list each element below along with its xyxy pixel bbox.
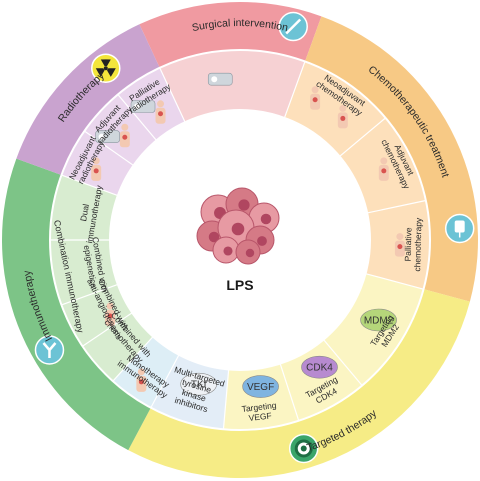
inner-sector-surgery — [159, 49, 305, 123]
inner-divider — [323, 339, 363, 386]
target-icon — [288, 433, 319, 464]
outer-sector-surgical — [139, 1, 322, 68]
tumour-nucleus — [238, 199, 250, 211]
inner-divider — [365, 273, 424, 290]
patient-figure-head — [396, 233, 404, 241]
patient-figure-head — [380, 157, 388, 165]
inner-sector-epigenetics — [50, 240, 118, 305]
inner-divider — [61, 174, 119, 197]
separator-ring — [49, 49, 431, 431]
treatment-machine-bore — [211, 76, 218, 83]
chip-label-vegf: VEGF — [247, 382, 274, 393]
inner-divider — [283, 61, 306, 119]
patient-figure-organ — [138, 379, 144, 385]
inner-sector-antiangio — [61, 284, 133, 347]
patient-figure-organ — [93, 168, 99, 174]
patient-figure-organ — [397, 244, 403, 250]
inner-sector-dual — [50, 175, 118, 240]
scalpel-icon — [278, 11, 308, 42]
patient-figure-organ — [107, 313, 113, 319]
outer-sector-targeted — [128, 289, 470, 479]
chip-tki — [180, 372, 217, 396]
outer-label-surgical: Surgical intervention — [191, 17, 289, 34]
treatment-machine-bore — [134, 103, 141, 110]
iv-bag-icon — [444, 213, 475, 244]
inner-divider — [150, 354, 180, 409]
patient-figure-head — [339, 104, 347, 112]
inner-sector-adj-radio — [84, 94, 157, 166]
treatment-machine-bore — [98, 133, 105, 140]
patient-figure-organ — [381, 168, 387, 174]
chip-vegf — [242, 375, 279, 398]
inner-divider — [84, 130, 134, 166]
inner-divider — [61, 283, 119, 306]
chip-label-cdk4: CDK4 — [306, 363, 333, 374]
outer-sector-immuno — [1, 158, 151, 451]
illustrations — [91, 72, 405, 392]
patient-figure-organ — [312, 97, 318, 103]
inner-divider — [117, 94, 157, 141]
inner-sector-mono — [112, 336, 179, 408]
inner-label-pall-chemo: Palliativechemotherapy — [402, 217, 423, 272]
patient-figure-head — [92, 157, 100, 165]
inner-label-vegf: TargetingVEGF — [241, 400, 278, 424]
tumour-nucleus — [257, 236, 267, 246]
middle-ring-line — [49, 49, 431, 431]
chip-label-mdm2: MDM2 — [364, 316, 394, 327]
tumour-nucleus — [260, 213, 272, 225]
inner-sector-neoadj-chemo — [284, 61, 386, 157]
outer-sector-chemo — [304, 16, 479, 302]
tumour-nucleus — [223, 246, 233, 256]
inner-divider — [82, 312, 133, 347]
center-disc: LPS — [170, 170, 310, 310]
radiation-icon — [91, 53, 121, 83]
chip-label-tki: TKI — [191, 380, 207, 391]
inner-divider — [222, 369, 230, 430]
tumour-nucleus — [231, 222, 245, 236]
patient-figure-head — [311, 86, 319, 94]
inner-divider — [367, 199, 426, 214]
category-icons — [34, 11, 475, 464]
patient-figure-head — [121, 123, 129, 131]
patient-figure-organ — [340, 115, 346, 121]
tumour-nucleus — [245, 248, 255, 258]
patient-figure-head — [137, 368, 145, 376]
chip-mdm2 — [360, 308, 397, 332]
inner-sector-chemoimmuno — [82, 312, 154, 382]
inner-divider — [159, 67, 186, 123]
outer-sector-radio — [16, 24, 160, 176]
inner-divider — [112, 336, 154, 382]
inner-divider — [279, 363, 300, 421]
patient-figure-organ — [158, 111, 164, 117]
chip-cdk4 — [301, 355, 338, 379]
patient-figure-organ — [122, 134, 128, 140]
patient-figure-head — [106, 302, 114, 310]
inner-divider — [339, 117, 386, 157]
center-label: LPS — [226, 277, 253, 293]
inner-ring-line — [109, 109, 371, 371]
antibody-icon — [34, 335, 65, 365]
tumour-nucleus — [208, 231, 220, 243]
patient-figure-head — [157, 100, 165, 108]
